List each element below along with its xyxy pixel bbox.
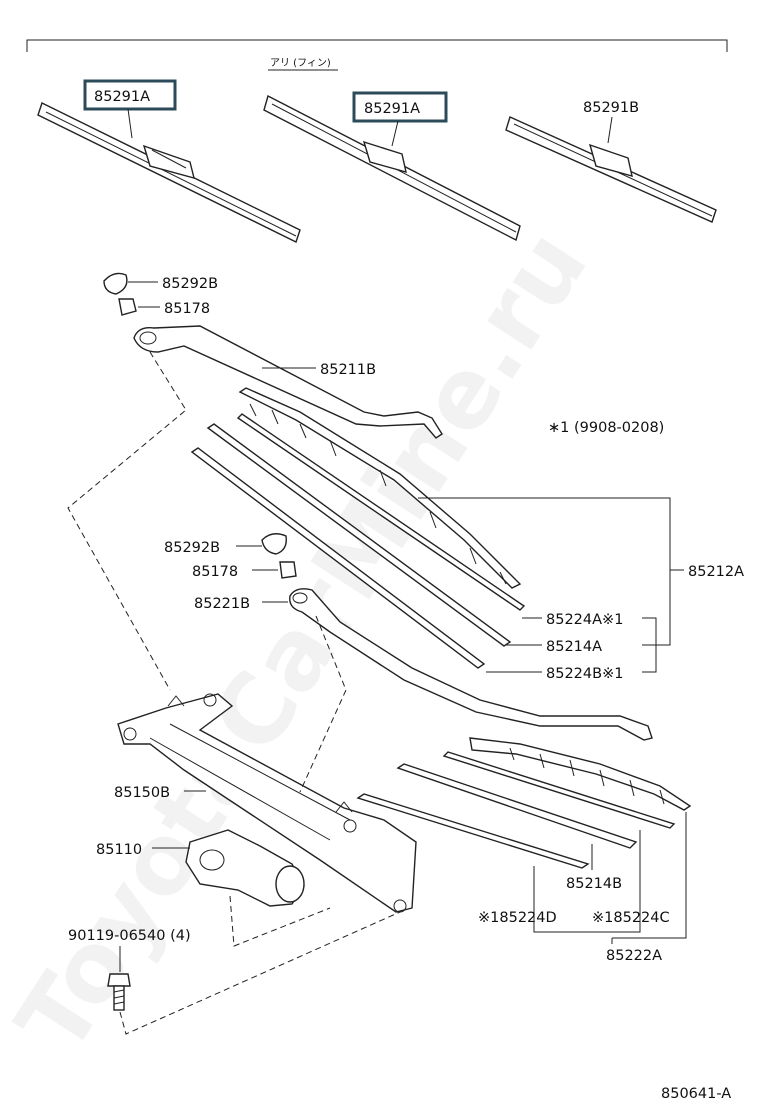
footnote-range: ∗1 (9908-0208) <box>548 420 664 436</box>
part-label-85178-lower: 85178 <box>192 564 238 580</box>
part-label-85292b-lower: 85292B <box>164 540 220 556</box>
part-label-85214b: 85214B <box>566 876 622 892</box>
header-note: アリ (フィン) <box>270 58 331 69</box>
leader-85224c <box>604 830 641 933</box>
frame-bracket <box>26 39 728 52</box>
wiper-arm-85221b <box>289 588 653 741</box>
part-label-85291a-center: 85291A <box>364 101 420 117</box>
part-label-85291b: 85291B <box>583 100 639 116</box>
blade-assembly-85212a <box>238 387 522 589</box>
dashed-line-arm-left <box>299 615 347 793</box>
wiper-blade-85291a-left <box>37 102 301 243</box>
figure-code: 850641-A <box>661 1086 731 1102</box>
wiper-link-85150b <box>117 693 417 913</box>
nut-85178-lower <box>279 561 297 579</box>
refill-85224c <box>442 751 676 829</box>
part-label-85211b: 85211B <box>320 362 376 378</box>
highlight-frame-left <box>83 79 177 111</box>
highlight-frame-center <box>352 91 448 123</box>
bracket-85212a-top <box>418 497 671 646</box>
part-label-85292b-upper: 85292B <box>162 276 218 292</box>
part-label-85221b: 85221B <box>194 596 250 612</box>
part-label-85291a-left: 85291A <box>94 89 150 105</box>
bracket-refills-right <box>642 617 657 673</box>
part-label-85222a: 85222A <box>606 948 662 964</box>
part-label-85224a: 85224A※1 <box>546 612 623 628</box>
part-label-85178-upper: 85178 <box>164 301 210 317</box>
part-label-85224c: ※185224C <box>592 910 670 926</box>
part-label-85224d: ※185224D <box>478 910 557 926</box>
wiper-motor-85110 <box>185 829 305 907</box>
refill-85224a <box>236 413 526 611</box>
wiper-blade-85291b <box>505 116 717 223</box>
part-label-90119: 90119-06540 (4) <box>68 928 191 944</box>
part-label-85110: 85110 <box>96 842 142 858</box>
refill-85224d <box>356 793 590 869</box>
part-label-85212a: 85212A <box>688 564 744 580</box>
refill-85224b <box>190 447 486 669</box>
leader-85291a-center <box>391 120 399 147</box>
rubber-85214b <box>396 763 638 849</box>
bracket-85222a <box>612 812 687 939</box>
dashed-line-arm-right <box>67 351 187 691</box>
dashed-line-bolt <box>119 911 401 1035</box>
part-label-85214a: 85214A <box>546 639 602 655</box>
dashed-line-motor <box>229 895 331 947</box>
leader-85224d <box>533 866 604 933</box>
cap-85292b-lower <box>261 533 287 555</box>
leader-85291b <box>607 116 613 144</box>
part-label-85150b: 85150B <box>114 785 170 801</box>
cap-85292b-upper <box>103 272 128 295</box>
rubber-85214a <box>206 423 512 647</box>
leader-85291a-left <box>127 108 133 139</box>
blade-assembly-85222a <box>469 737 692 811</box>
bolt-90119-06540 <box>107 973 131 1011</box>
wiper-blade-85291a-center <box>263 94 521 242</box>
nut-85178-upper <box>118 298 137 316</box>
wiper-arm-85211b <box>133 325 443 439</box>
part-label-85224b: 85224B※1 <box>546 666 623 682</box>
